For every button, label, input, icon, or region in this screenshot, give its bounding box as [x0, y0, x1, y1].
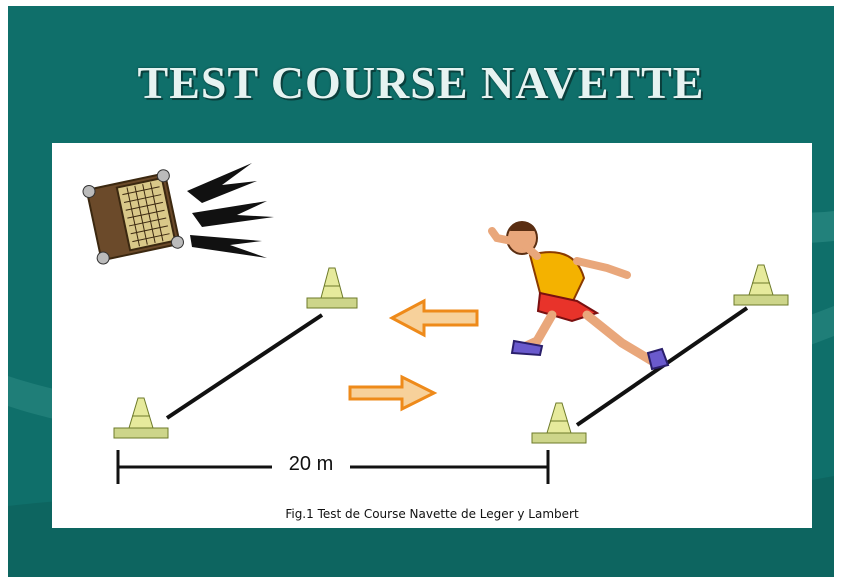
- slide: TEST COURSE NAVETTE: [8, 6, 834, 577]
- cone-icon: [733, 264, 789, 306]
- shuttle-run-illustration: [82, 163, 789, 484]
- cone-icon: [531, 402, 587, 444]
- cone-icon: [113, 397, 169, 439]
- distance-label: 20 m: [272, 453, 350, 476]
- slide-title: TEST COURSE NAVETTE: [137, 57, 705, 108]
- sound-wave-icon: [187, 163, 274, 258]
- distance-marker: [116, 450, 550, 484]
- arrow-left-icon: [388, 298, 479, 338]
- arrow-right-icon: [348, 374, 438, 412]
- speaker-icon: [82, 169, 184, 265]
- figure-panel: 20 m Fig.1 Test de Course Navette de Leg…: [52, 143, 812, 528]
- runner-icon: [488, 221, 670, 371]
- cone-icon: [306, 267, 358, 309]
- figure-caption: Fig.1 Test de Course Navette de Leger y …: [285, 507, 579, 521]
